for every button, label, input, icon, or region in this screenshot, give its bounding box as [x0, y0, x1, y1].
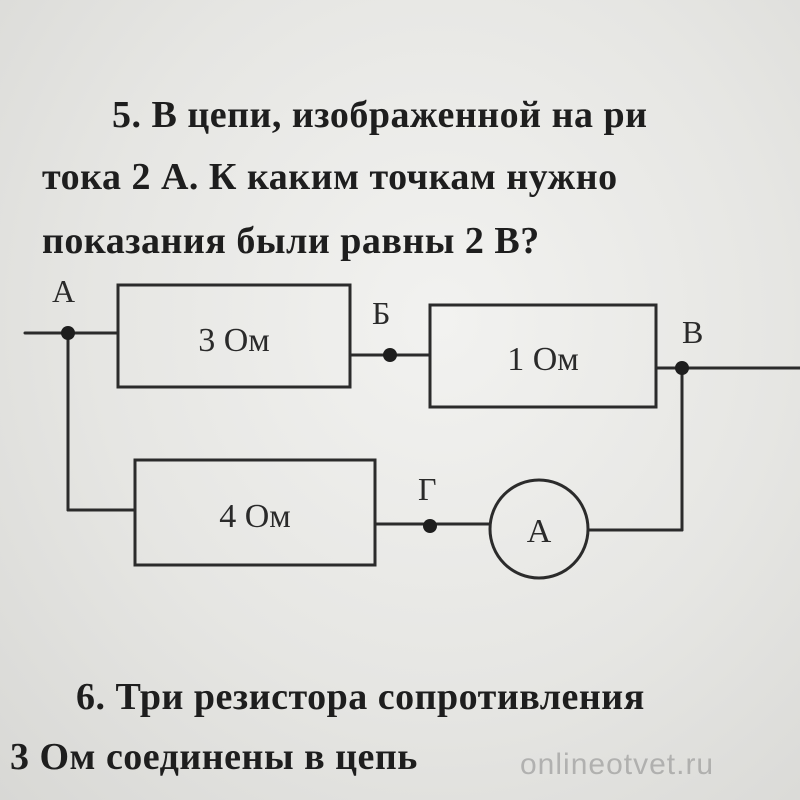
resistor-4-ohm-label: 4 Ом — [219, 498, 291, 535]
problem-5-line-3: показания были равны 2 В? — [42, 220, 540, 262]
node-b-label: Б — [372, 295, 390, 331]
node-v-dot — [675, 361, 689, 375]
watermark: onlineotvet.ru — [520, 748, 715, 781]
problem-5-line-2: тока 2 А. К каким точкам нужно — [42, 156, 618, 198]
problem-5-line-1: 5. В цепи, изображенной на ри — [112, 94, 648, 136]
node-a-dot — [61, 326, 75, 340]
ammeter-label: А — [527, 513, 552, 550]
node-g-dot — [423, 519, 437, 533]
problem-6-line-1: 6. Три резистора сопротивления — [76, 676, 645, 718]
node-b-dot — [383, 348, 397, 362]
resistor-4-ohm — [133, 458, 377, 567]
resistor-1-ohm — [428, 303, 658, 409]
resistor-1-ohm-label: 1 Ом — [507, 341, 579, 378]
resistor-3-ohm — [116, 283, 352, 389]
node-a-label: А — [52, 273, 75, 309]
node-v-label: В — [682, 314, 703, 350]
resistor-3-ohm-label: 3 Ом — [198, 322, 270, 359]
node-g-label: Г — [418, 471, 437, 507]
problem-6-line-2: 3 Ом соединены в цепь — [10, 736, 418, 778]
ammeter — [488, 478, 590, 580]
